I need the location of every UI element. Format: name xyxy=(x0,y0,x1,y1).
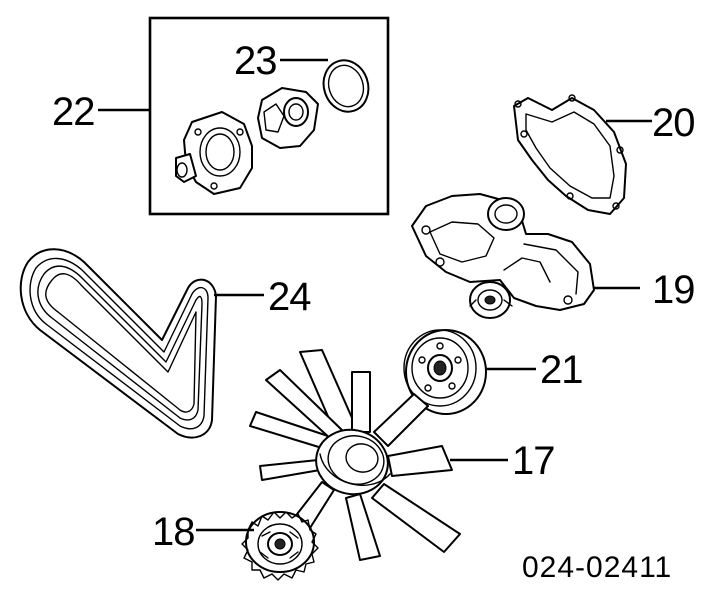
water-pump xyxy=(411,193,595,319)
thermostat-housing-group xyxy=(148,16,390,216)
callout-23: 23 xyxy=(234,39,277,83)
thermostat-inset-box xyxy=(148,16,390,216)
drive-belt xyxy=(19,248,217,439)
water-pump-gasket xyxy=(513,94,627,215)
diagram-reference-number: 024-02411 xyxy=(522,551,672,584)
callout-20: 20 xyxy=(652,101,695,145)
pulley xyxy=(403,329,487,415)
callout-22: 22 xyxy=(52,90,95,134)
cooling-fan xyxy=(249,349,461,561)
callout-19: 19 xyxy=(652,268,695,312)
thermostat-housing-cover xyxy=(175,111,253,195)
o-ring xyxy=(322,59,370,113)
callout-21: 21 xyxy=(540,348,583,392)
callout-17: 17 xyxy=(512,439,555,483)
callout-18: 18 xyxy=(152,510,195,554)
thermostat xyxy=(257,87,319,149)
callout-24: 24 xyxy=(268,275,311,319)
fan-clutch xyxy=(241,511,319,581)
